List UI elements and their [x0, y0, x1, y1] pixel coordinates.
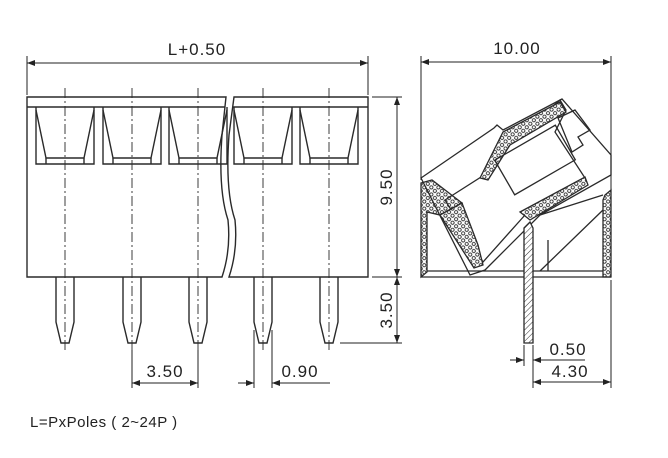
height-label: 9.50	[377, 168, 396, 205]
screw-slot	[557, 109, 591, 153]
pocket-taper	[35, 109, 95, 159]
clamp-hatch-mid	[518, 176, 589, 221]
pocket-taper	[233, 109, 293, 159]
center-lines	[64, 88, 330, 352]
poles-formula-caption: L=PxPoles ( 2~24P )	[30, 414, 178, 431]
pin-offset-label: 4.30	[551, 362, 588, 381]
support-line	[539, 209, 604, 272]
pitch-label: 3.50	[146, 362, 183, 381]
clamp-body	[493, 124, 577, 196]
overall-length-label: L+0.50	[168, 40, 226, 59]
clamp-hatch-top	[479, 101, 567, 181]
left-wall	[420, 179, 464, 279]
pin-thickness-label: 0.50	[549, 340, 586, 359]
side-dimensions	[420, 56, 612, 388]
support-line	[539, 194, 604, 216]
pin-width-label: 0.90	[281, 362, 318, 381]
body-left	[26, 96, 230, 278]
pocket-taper	[299, 109, 359, 159]
front-view	[26, 88, 369, 352]
depth-label: 10.00	[493, 39, 541, 58]
wire-entry-pockets	[35, 107, 359, 165]
pocket-taper	[102, 109, 162, 159]
body-right	[227, 96, 369, 278]
clamp-hatch-bottom	[439, 202, 484, 269]
side-view	[420, 98, 612, 344]
pin-length-label: 3.50	[377, 291, 396, 328]
pins	[55, 277, 339, 344]
side-pin	[523, 220, 534, 344]
right-wall	[602, 188, 612, 278]
front-dimensions	[26, 56, 402, 388]
pocket-taper	[168, 109, 228, 159]
